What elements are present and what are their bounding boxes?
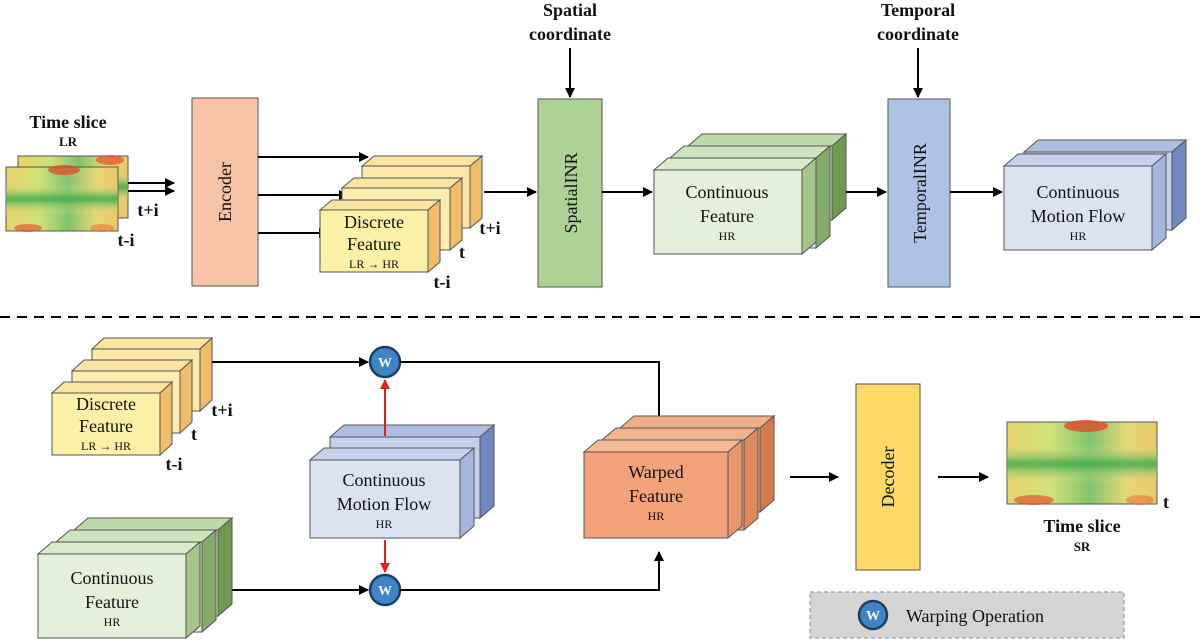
bottom-label-t-minus-i: t-i: [166, 454, 183, 474]
output-label-t: t: [1163, 492, 1169, 512]
spatialinr-block: [537, 98, 603, 288]
warped-feature-sub: HR: [648, 509, 665, 523]
arrow-warp-bottom-to-warped-feature: [400, 551, 664, 591]
continuous-feature-top-line1: Continuous: [685, 182, 768, 202]
warped-feature-front: [582, 438, 744, 540]
bottom-motion-flow-front: [308, 446, 476, 540]
continuous-feature-top-sub: HR: [719, 229, 736, 243]
discrete-feature-layer-front: [318, 198, 442, 274]
warped-feature-line1: Warped: [628, 462, 684, 482]
label-t-minus-i: t-i: [118, 230, 135, 250]
temporal-coordinate-line1: Temporal: [881, 0, 955, 20]
warped-feature-line2: Feature: [629, 486, 683, 506]
legend-label: Warping Operation: [906, 606, 1044, 626]
discrete-feature-line1: Discrete: [344, 212, 404, 232]
encoder-label: Encoder: [215, 162, 235, 222]
bottom-continuous-feature-line1: Continuous: [70, 568, 153, 588]
bottom-label-t-plus-i: t+i: [211, 400, 232, 420]
feature-label-t-plus-i: t+i: [479, 218, 500, 238]
legend-box: W Warping Operation: [809, 591, 1125, 639]
lr-time-slice-image-front: [5, 165, 119, 232]
legend-warp-symbol: W: [866, 609, 880, 624]
bottom-discrete-feature-line2: Feature: [79, 416, 133, 436]
time-slice-sr-sub: SR: [1074, 539, 1091, 554]
warp-operation-top: W: [368, 345, 402, 379]
bottom-discrete-feature-front: [50, 380, 174, 457]
spatial-coordinate-line2: coordinate: [529, 24, 611, 44]
decoder-label: Decoder: [878, 447, 898, 508]
continuous-feature-top-line2: Feature: [700, 206, 754, 226]
bottom-continuous-feature-sub: HR: [104, 615, 121, 629]
encoder-block: [191, 97, 259, 287]
bottom-discrete-feature-line1: Discrete: [76, 394, 136, 414]
discrete-feature-line2: Feature: [347, 234, 401, 254]
time-slice-sr-title: Time slice: [1043, 516, 1120, 536]
time-slice-lr-sub: LR: [59, 134, 78, 149]
bottom-label-t: t: [191, 424, 197, 444]
motion-flow-top-line2: Motion Flow: [1031, 206, 1126, 226]
bottom-continuous-feature-front: [36, 540, 202, 640]
temporalinr-block: [887, 98, 951, 288]
warp-operation-bottom: W: [368, 573, 402, 607]
warp-operation-top-symbol: W: [378, 356, 392, 371]
time-slice-lr-title: Time slice: [29, 112, 106, 132]
temporalinr-label: TemporalINR: [910, 143, 930, 243]
decoder-block: [855, 383, 921, 571]
bottom-motion-flow-line1: Continuous: [342, 470, 425, 490]
label-t-plus-i: t+i: [137, 200, 158, 220]
continuous-feature-top-front: [652, 156, 818, 256]
legend-warp-icon: [857, 599, 889, 631]
spatialinr-label: SpatialINR: [561, 153, 581, 234]
warp-operation-bottom-symbol: W: [378, 584, 392, 599]
bottom-continuous-feature-line2: Feature: [85, 592, 139, 612]
sr-time-slice-image: [1006, 420, 1158, 505]
feature-label-t-minus-i: t-i: [434, 272, 451, 292]
bottom-discrete-feature-sub: LR → HR: [81, 439, 131, 453]
motion-flow-top-sub: HR: [1070, 229, 1087, 243]
temporal-coordinate-line2: coordinate: [877, 24, 959, 44]
discrete-feature-sub: LR → HR: [349, 257, 399, 271]
motion-flow-top-front: [1002, 152, 1168, 252]
bottom-motion-flow-line2: Motion Flow: [337, 494, 432, 514]
bottom-motion-flow-sub: HR: [376, 517, 393, 531]
spatial-coordinate-line1: Spatial: [543, 0, 597, 20]
motion-flow-top-line1: Continuous: [1036, 182, 1119, 202]
feature-label-t: t: [459, 242, 465, 262]
